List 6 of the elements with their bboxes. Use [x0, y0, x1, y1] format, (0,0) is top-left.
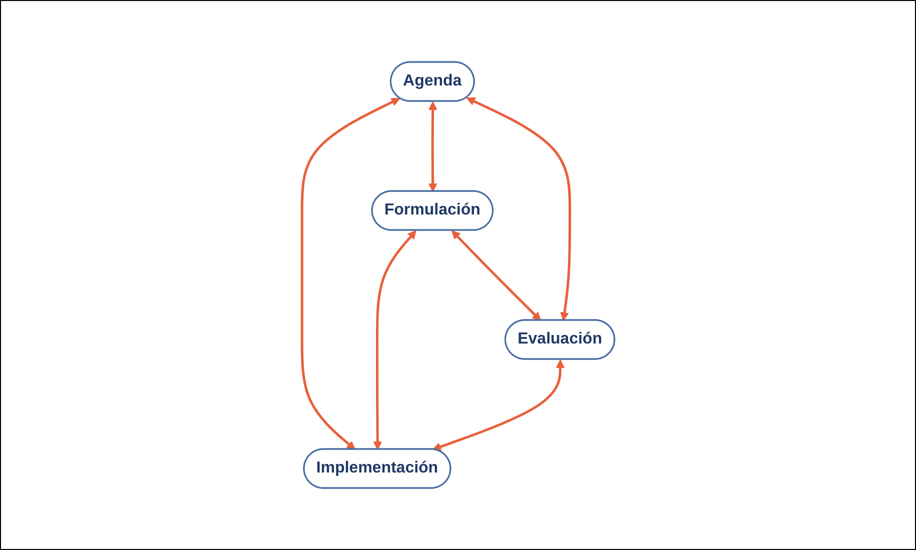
arrow	[451, 230, 541, 321]
arrow	[466, 97, 571, 321]
arrow	[372, 230, 416, 450]
arrow	[428, 102, 437, 192]
arrow	[300, 98, 400, 450]
arrow	[432, 360, 564, 451]
